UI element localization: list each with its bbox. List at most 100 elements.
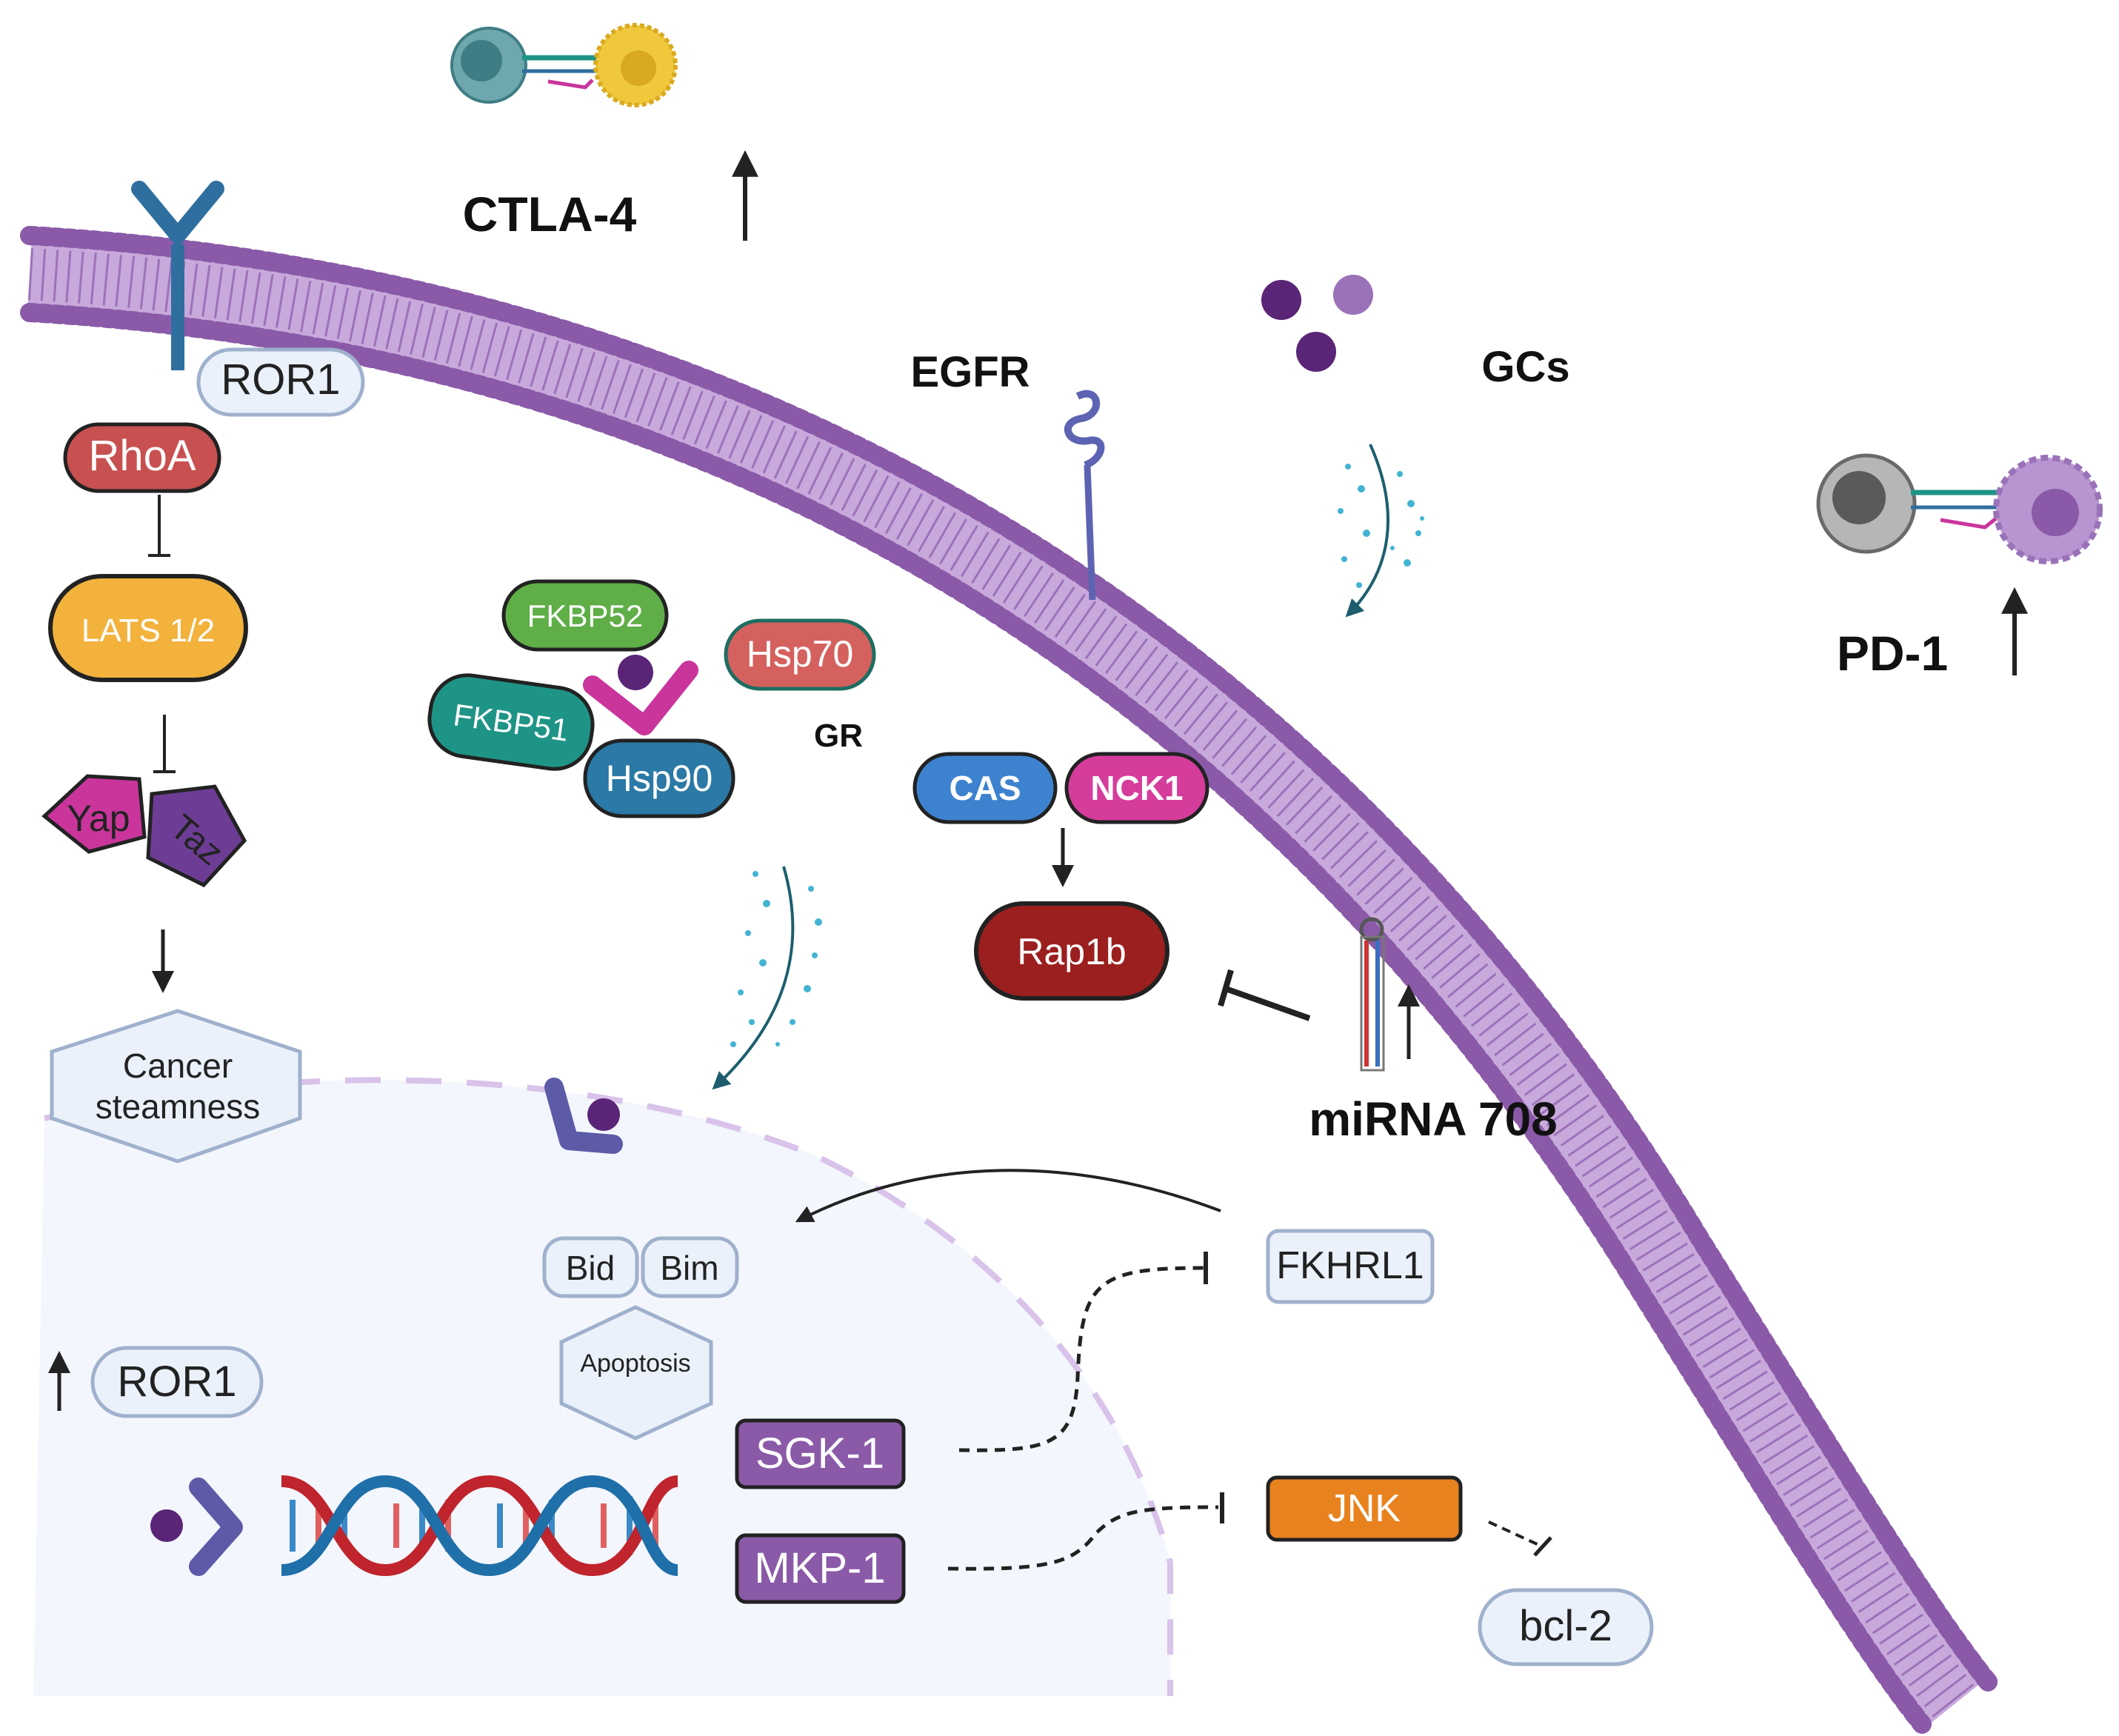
sgk1-box bbox=[735, 1418, 906, 1489]
ror1-receptor: ROR1 bbox=[131, 181, 365, 417]
gr-complex: FKBP52 Hsp70 FKBP51 Hsp90 bbox=[427, 579, 876, 818]
gr-label: GR bbox=[814, 718, 863, 754]
gr-bound-ligand bbox=[618, 655, 653, 690]
cancer-stemness-node: Cancer steamness bbox=[50, 1009, 302, 1164]
membrane-band bbox=[27, 230, 1990, 1732]
pd1-label: PD-1 bbox=[1837, 626, 1948, 681]
bim-box bbox=[641, 1236, 739, 1298]
cancer-stemness-hexagon bbox=[50, 1009, 302, 1164]
lats-node: LATS 1/2 bbox=[48, 574, 248, 682]
rap1b-node: Rap1b bbox=[974, 901, 1169, 1001]
hairpin-outline bbox=[1360, 935, 1385, 1072]
ror1-receptor-arms bbox=[131, 181, 224, 249]
fkhrl1-label: FKHRL1 bbox=[1276, 1244, 1424, 1287]
mkp1-box bbox=[735, 1533, 906, 1604]
yap-shape bbox=[41, 774, 147, 854]
gcs-ligands bbox=[1261, 275, 1373, 372]
pd1-link-3 bbox=[1940, 517, 1998, 530]
nuclear-gr-ligand bbox=[587, 1098, 620, 1131]
nuclear-gr-shape bbox=[544, 1078, 623, 1154]
nck1-box bbox=[1064, 752, 1209, 824]
cell-membrane bbox=[20, 226, 1998, 1734]
bid-box bbox=[542, 1236, 639, 1298]
cas-label: CAS bbox=[949, 769, 1021, 807]
gc-diffusion-arrow bbox=[1338, 444, 1424, 618]
egfr-label: EGFR bbox=[910, 348, 1030, 396]
hsp70-box bbox=[724, 618, 876, 691]
rhoa-box bbox=[63, 422, 221, 493]
gr-receptor-shape bbox=[583, 661, 698, 735]
membrane-heads-outer bbox=[20, 226, 1998, 1692]
jnk-box bbox=[1266, 1475, 1463, 1542]
pd1-tumor-nucleus bbox=[2032, 489, 2079, 536]
bim-node: Bim bbox=[641, 1236, 739, 1298]
sgk1-to-fkhrl1-inhibition bbox=[958, 1266, 1204, 1452]
gc-diffusion-dots bbox=[1338, 464, 1424, 588]
dna-gr-ligand bbox=[150, 1509, 183, 1542]
ctla4-cell-interaction-icon bbox=[450, 23, 678, 107]
ror1-membrane-box bbox=[196, 347, 365, 417]
dna-strand-red bbox=[281, 1475, 679, 1577]
hsp90-label: Hsp90 bbox=[606, 758, 713, 799]
egfr-receptor bbox=[1064, 390, 1105, 601]
ror1-nucleus-box bbox=[90, 1346, 264, 1418]
hairpin-loop bbox=[1359, 917, 1384, 942]
lats-label: LATS 1/2 bbox=[81, 612, 215, 649]
egfr-coil bbox=[1064, 390, 1105, 469]
cas-node: CAS bbox=[912, 752, 1058, 824]
bid-node: Bid bbox=[542, 1236, 639, 1298]
cancer-stemness-label-line2: steamness bbox=[96, 1087, 260, 1126]
ror1-nucleus-node: ROR1 bbox=[90, 1346, 264, 1418]
sgk1-node: SGK-1 bbox=[735, 1418, 906, 1489]
gr-dna-binding bbox=[150, 1478, 243, 1576]
hsp90-box bbox=[583, 738, 735, 818]
rap1b-label: Rap1b bbox=[1017, 931, 1126, 972]
fkhrl1-to-bim-arrow bbox=[795, 1169, 1221, 1223]
hsp70-label: Hsp70 bbox=[747, 633, 854, 675]
nuclear-gr bbox=[544, 1078, 623, 1154]
bcl2-box bbox=[1478, 1588, 1654, 1666]
egfr-transmembrane bbox=[1084, 464, 1096, 601]
fkbp52-box bbox=[501, 579, 669, 652]
fkhrl1-node: FKHRL1 bbox=[1266, 1229, 1435, 1304]
receptor-link-3 bbox=[547, 79, 594, 90]
jnk-to-bcl2-inhibition bbox=[1488, 1520, 1543, 1548]
gc-molecule-3 bbox=[1296, 332, 1336, 372]
cas-box bbox=[912, 752, 1058, 824]
mkp1-to-jnk-inhibition bbox=[947, 1505, 1219, 1571]
apoptosis-hexagon bbox=[559, 1305, 713, 1440]
bim-label: Bim bbox=[660, 1249, 718, 1287]
taz-shape bbox=[146, 784, 247, 888]
rhoa-label: RhoA bbox=[88, 432, 196, 480]
yap-label: Yap bbox=[67, 798, 130, 839]
fkbp51-box bbox=[427, 673, 595, 771]
ror1-membrane-label: ROR1 bbox=[221, 355, 340, 404]
rap1b-box bbox=[974, 901, 1169, 1001]
gcs-label: GCs bbox=[1481, 343, 1569, 391]
mirna708-hairpin-icon bbox=[1359, 917, 1385, 1072]
nck1-node: NCK1 bbox=[1064, 752, 1209, 824]
mirna-to-rap1b-inhibition bbox=[1224, 986, 1311, 1021]
mirna708-label: miRNA 708 bbox=[1309, 1092, 1558, 1146]
gr-diffusion-curve bbox=[712, 866, 795, 1090]
jnk-to-bcl2-bar bbox=[1533, 1536, 1552, 1557]
gc-molecule-2 bbox=[1333, 275, 1373, 315]
t-cell-nucleus bbox=[461, 40, 502, 81]
apoptosis-node: Apoptosis bbox=[559, 1305, 713, 1440]
membrane-heads-inner bbox=[20, 303, 1932, 1734]
cancer-stemness-label-line1: Cancer bbox=[123, 1046, 233, 1085]
lats-box bbox=[48, 574, 248, 682]
mkp1-label: MKP-1 bbox=[754, 1544, 885, 1592]
gr-diffusion-arrow bbox=[712, 866, 822, 1090]
apc-nucleus bbox=[621, 50, 656, 86]
fkhrl1-box bbox=[1266, 1229, 1435, 1304]
gc-diffusion-curve bbox=[1345, 444, 1389, 618]
rhoa-node: RhoA bbox=[63, 422, 221, 493]
dna-helix-icon bbox=[281, 1475, 679, 1577]
nck1-label: NCK1 bbox=[1090, 769, 1183, 807]
fkbp52-label: FKBP52 bbox=[527, 598, 643, 633]
pd1-t-cell-nucleus bbox=[1832, 471, 1886, 524]
gr-diffusion-dots bbox=[730, 871, 822, 1047]
dna-gr-shape bbox=[189, 1478, 243, 1576]
